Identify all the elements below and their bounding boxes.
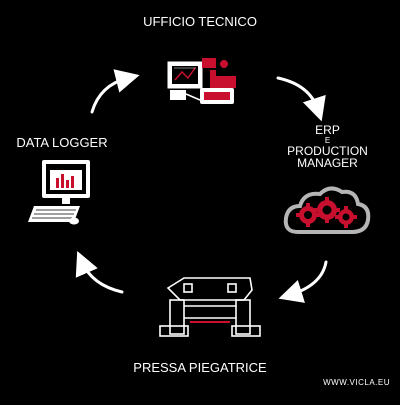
arrow-top-left [90,69,140,114]
stage-label-erp-production-manager: ERP E PRODUCTION MANAGER [270,124,385,169]
conjunction-label: E [324,136,331,145]
office-drawing-tools-icon [167,58,236,104]
computer-monitor-icon [28,160,90,225]
arrow-bottom-left [75,250,124,294]
press-brake-machine-icon [159,277,261,337]
erp-label: ERP [315,123,340,137]
manager-label: MANAGER [297,156,358,170]
arrow-top-right [276,76,326,122]
stage-label-ufficio-tecnico: UFFICIO TECNICO [143,14,257,29]
stage-label-pressa-piegatrice: PRESSA PIEGATRICE [133,360,267,375]
arrow-bottom-right [278,260,328,303]
cloud-gears-icon [283,186,371,234]
stage-label-data-logger: DATA LOGGER [16,135,108,150]
production-label: PRODUCTION [287,144,368,158]
website-url: WWW.VICLA.EU [323,378,390,387]
